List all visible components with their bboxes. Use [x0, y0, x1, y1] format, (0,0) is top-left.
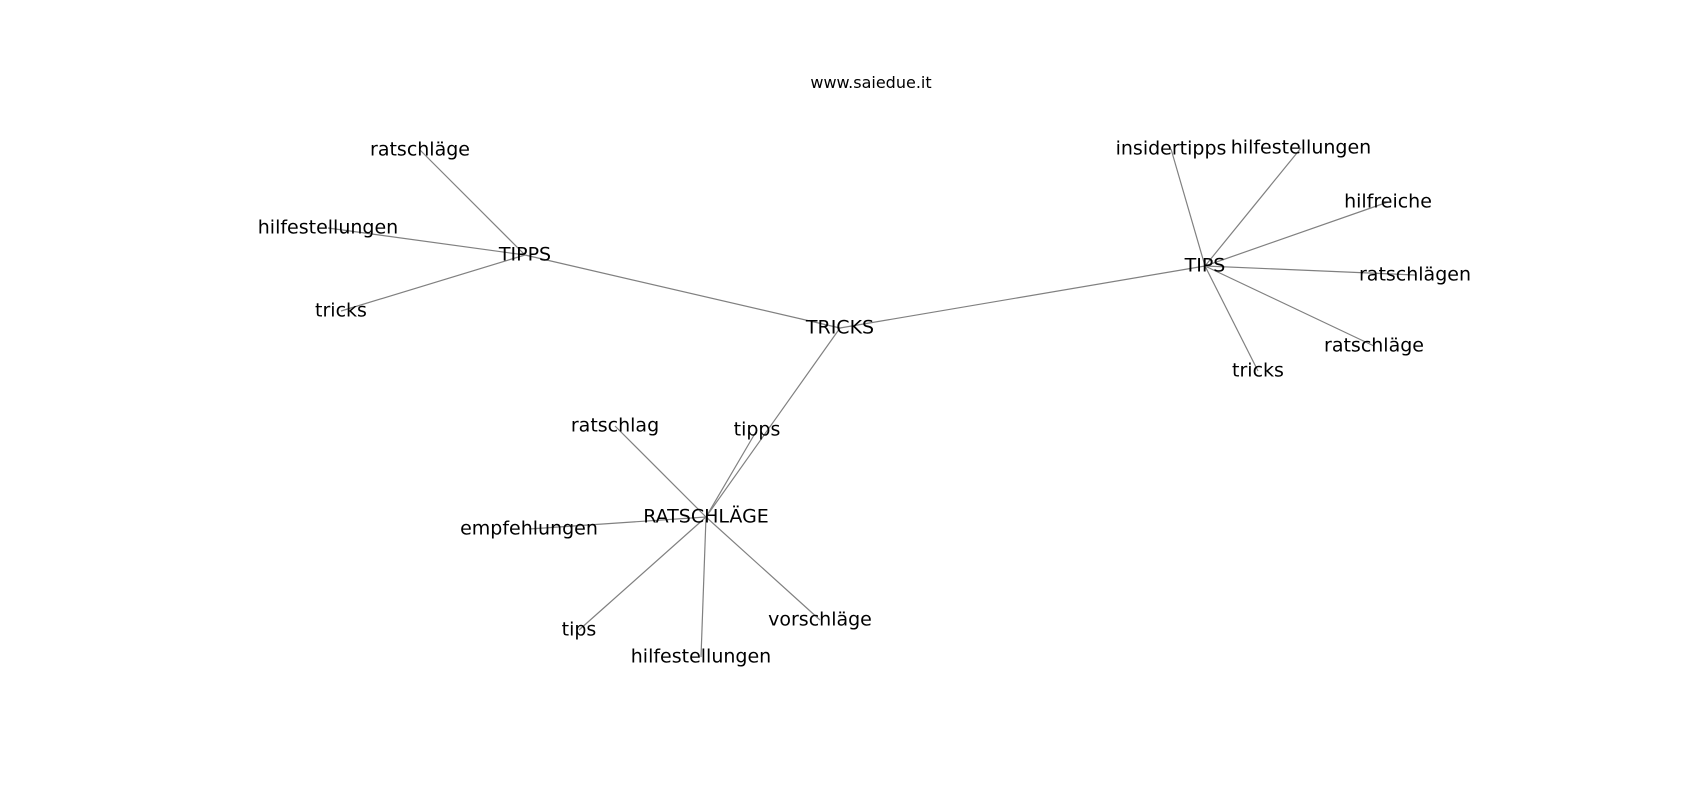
node-label-tipps-hilfestellungen: hilfestellungen — [258, 217, 398, 239]
edge-tricks_center-tips_hub — [839, 265, 1206, 329]
edge-ratschlaege_hub-r_ratschlag — [614, 425, 707, 518]
node-label-r-ratschlag: ratschlag — [571, 415, 659, 437]
edge-tips_hub-tips_hilfestellungen — [1204, 147, 1302, 267]
edge-ratschlaege_hub-r_tipps — [705, 429, 758, 518]
edge-ratschlaege_hub-r_vorschlaege — [705, 516, 821, 621]
node-label-tips-ratschlaegen: ratschlägen — [1359, 264, 1471, 286]
node-label-r-tipps: tipps — [734, 419, 781, 441]
node-label-r-tips: tips — [562, 619, 597, 641]
node-label-tips-insidertipps: insidertipps — [1116, 138, 1227, 160]
node-label-tips-tricks: tricks — [1232, 360, 1284, 382]
node-label-tips-hilfreiche: hilfreiche — [1344, 191, 1432, 213]
edge-tipps_hub-tipps_hilfestellungen — [327, 227, 526, 256]
edge-tricks_center-tipps_hub — [524, 254, 841, 329]
node-label-tricks-center: TRICKS — [805, 317, 874, 339]
node-label-tips-hub: TIPS — [1184, 255, 1226, 277]
edge-ratschlaege_hub-r_empfehlungen — [528, 516, 707, 530]
node-label-tipps-ratschlaege: ratschläge — [370, 139, 470, 161]
edges-layer — [327, 147, 1416, 658]
edge-tips_hub-tips_insidertipps — [1170, 148, 1206, 267]
node-label-tipps-hub: TIPPS — [498, 244, 551, 266]
edge-ratschlaege_hub-r_tips — [578, 516, 707, 631]
watermark-text: www.saiedue.it — [810, 73, 931, 92]
edge-tipps_hub-tipps_ratschlaege — [419, 149, 526, 256]
edge-tips_hub-tips_tricks — [1204, 265, 1259, 372]
edge-tips_hub-tips_ratschlaege — [1204, 265, 1375, 347]
edge-tricks_center-ratschlaege_hub — [705, 327, 841, 518]
edge-ratschlaege_hub-r_hilfestellungen — [700, 516, 707, 658]
node-label-ratschlaege-hub: RATSCHLÄGE — [643, 505, 769, 528]
edge-tipps_hub-tipps_tricks — [340, 254, 526, 312]
edge-tips_hub-tips_hilfreiche — [1204, 201, 1389, 267]
node-label-tips-ratschlaege: ratschläge — [1324, 335, 1424, 357]
nodes-layer: TRICKS TIPPS TIPS RATSCHLÄGE ratschläge hilfe… — [258, 137, 1471, 668]
node-label-r-hilfestellungen: hilfestellungen — [631, 646, 771, 668]
node-label-r-vorschlaege: vorschläge — [768, 609, 872, 631]
node-label-tips-hilfestellungen: hilfestellungen — [1231, 137, 1371, 159]
node-label-tipps-tricks: tricks — [315, 300, 367, 322]
edge-tips_hub-tips_ratschlaegen — [1204, 265, 1416, 276]
node-label-r-empfehlungen: empfehlungen — [460, 518, 598, 540]
